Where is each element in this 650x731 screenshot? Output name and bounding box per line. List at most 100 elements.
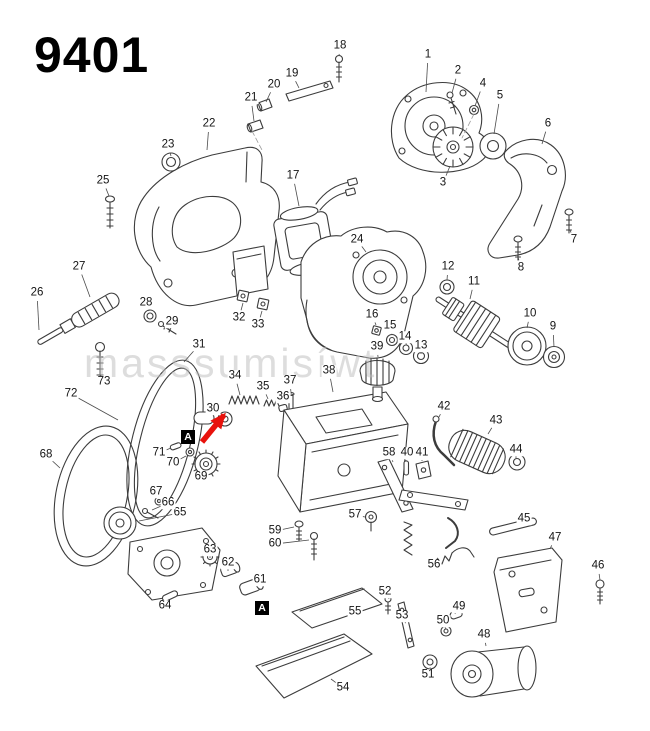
part-cap-23	[161, 152, 181, 172]
part-pin-64	[161, 590, 179, 602]
part-pin-57	[364, 510, 378, 532]
part-number-19: 19	[284, 67, 300, 80]
part-screw-2	[446, 91, 457, 115]
part-armature-11	[435, 296, 512, 349]
part-number-50: 50	[435, 614, 451, 627]
part-bolt-73	[94, 341, 106, 382]
part-number-51: 51	[420, 668, 436, 681]
part-number-35: 35	[255, 380, 271, 393]
part-cover-5	[479, 132, 507, 160]
part-number-44: 44	[508, 443, 524, 456]
part-number-58: 58	[381, 446, 397, 459]
part-number-27: 27	[71, 260, 87, 273]
part-number-15: 15	[382, 319, 398, 332]
part-roller-44	[508, 453, 526, 471]
part-number-10: 10	[522, 307, 538, 320]
part-number-73: 73	[96, 375, 112, 388]
part-bracket-47	[493, 547, 563, 633]
part-number-55: 55	[347, 605, 363, 618]
part-number-60: 60	[267, 537, 283, 550]
part-number-48: 48	[476, 628, 492, 641]
part-screw-66	[141, 507, 159, 519]
part-number-36: 36	[275, 390, 291, 403]
part-pin-40	[403, 460, 410, 476]
part-spring-34	[228, 395, 260, 405]
part-number-17: 17	[285, 169, 301, 182]
part-screw-59	[294, 520, 304, 542]
part-number-72: 72	[63, 387, 79, 400]
part-tool-26-27	[37, 292, 120, 345]
part-number-6: 6	[543, 117, 553, 130]
part-number-38: 38	[321, 364, 337, 377]
part-number-9: 9	[548, 320, 558, 333]
part-number-61: 61	[252, 573, 268, 586]
part-number-1: 1	[423, 48, 433, 61]
part-number-64: 64	[157, 599, 173, 612]
part-number-65: 65	[172, 506, 188, 519]
part-ring-51	[422, 654, 438, 670]
part-number-21: 21	[243, 91, 259, 104]
part-number-53: 53	[394, 609, 410, 622]
part-number-13: 13	[413, 339, 429, 352]
detail-marker-a-1: A	[181, 430, 195, 444]
part-number-32: 32	[231, 311, 247, 324]
part-number-14: 14	[397, 330, 413, 343]
part-number-18: 18	[332, 39, 348, 52]
part-belt-68	[53, 425, 139, 567]
part-number-33: 33	[250, 318, 266, 331]
part-frame-38	[277, 391, 409, 513]
part-plate-55	[291, 587, 383, 629]
part-screw-8	[513, 235, 523, 261]
part-number-67: 67	[148, 485, 164, 498]
part-number-24: 24	[349, 233, 365, 246]
part-number-41: 41	[414, 446, 430, 459]
part-number-23: 23	[160, 138, 176, 151]
part-mount-plate	[127, 527, 221, 601]
part-number-34: 34	[227, 369, 243, 382]
part-screw-18	[334, 54, 344, 83]
part-number-12: 12	[440, 260, 456, 273]
part-knob-39	[359, 357, 396, 403]
part-handle-6	[487, 138, 566, 259]
part-number-49: 49	[451, 600, 467, 613]
part-screw-7	[564, 208, 574, 234]
part-plate-54	[255, 633, 373, 699]
part-number-68: 68	[38, 448, 54, 461]
part-number-26: 26	[29, 286, 45, 299]
part-number-22: 22	[201, 117, 217, 130]
part-linkage	[398, 489, 469, 556]
center-line	[461, 113, 475, 139]
part-pulley-10	[507, 326, 547, 366]
part-number-62: 62	[220, 556, 236, 569]
part-plate-19	[285, 80, 334, 102]
part-gear-69	[191, 449, 221, 479]
part-ring-28	[143, 309, 157, 323]
part-number-7: 7	[569, 233, 579, 246]
part-number-42: 42	[436, 400, 452, 413]
part-number-54: 54	[335, 681, 351, 694]
part-number-20: 20	[266, 78, 282, 91]
part-number-29: 29	[164, 315, 180, 328]
part-washers-13-16	[371, 325, 430, 365]
part-fan-3	[432, 126, 474, 168]
part-ribbed-roller-43	[448, 428, 506, 475]
part-number-70: 70	[165, 456, 181, 469]
detail-marker-a-2: A	[255, 601, 269, 615]
part-screw-25	[104, 195, 116, 229]
part-number-39: 39	[369, 340, 385, 353]
part-number-37: 37	[282, 374, 298, 387]
part-number-11: 11	[467, 275, 481, 288]
part-number-43: 43	[488, 414, 504, 427]
part-number-3: 3	[438, 176, 448, 189]
part-number-47: 47	[547, 531, 563, 544]
part-number-31: 31	[191, 338, 207, 351]
part-ring-50	[440, 625, 452, 637]
part-number-2: 2	[453, 64, 463, 77]
part-number-40: 40	[399, 446, 415, 459]
part-roller-48	[450, 645, 537, 698]
part-number-59: 59	[267, 524, 283, 537]
